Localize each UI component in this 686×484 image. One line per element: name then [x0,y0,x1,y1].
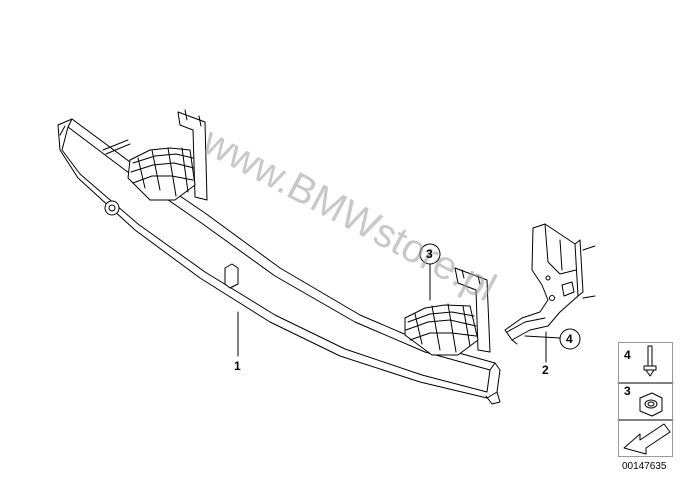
side-bracket [504,223,596,345]
right-crash-box [404,267,491,356]
arrow-icon [623,423,671,455]
diagram-code: 00147635 [622,461,667,472]
callout-3-circle [419,243,441,265]
legend-number-4: 4 [624,348,631,362]
nut-icon [639,392,663,417]
left-crash-box [127,109,208,201]
callout-1: 1 [234,359,241,373]
callout-2: 2 [542,363,549,377]
leader-lines [237,261,561,363]
callout-4: 4 [566,332,573,346]
callout-4-circle [559,328,581,350]
parts-legend [618,342,673,457]
callout-3: 3 [426,247,433,261]
legend-number-3: 3 [624,384,631,398]
rivet-icon [643,345,657,377]
